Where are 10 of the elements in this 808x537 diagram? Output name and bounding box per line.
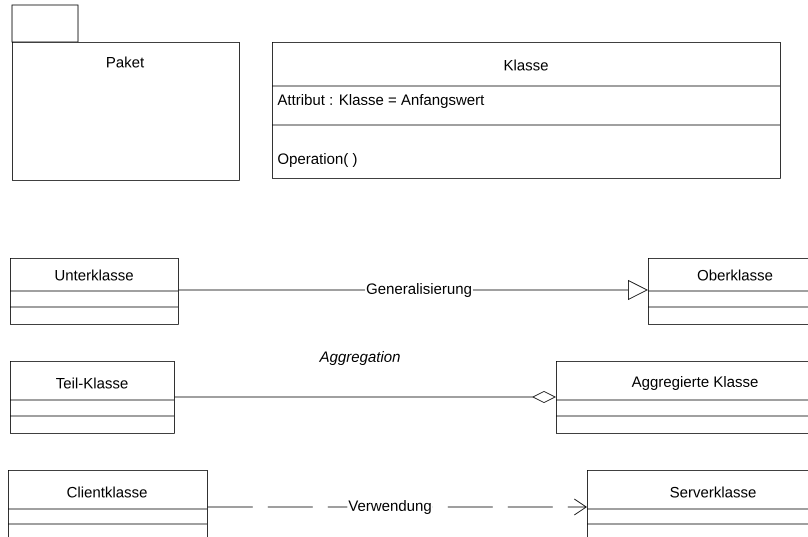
class-box: Aggregierte Klasse xyxy=(556,361,808,434)
class-box: Klasse Attribut : Klasse = Anfangswert Operation( ) xyxy=(272,42,781,179)
edge-label: Aggregation xyxy=(318,350,402,366)
class-box: Teil-Klasse xyxy=(10,361,175,434)
class-box: Oberklasse xyxy=(648,258,808,325)
edge-label: Verwendung xyxy=(347,499,433,515)
class-box: Unterklasse xyxy=(10,258,179,325)
class-box: Serverklasse xyxy=(586,470,808,537)
class-box: Clientklasse xyxy=(8,470,208,537)
edge-label: Generalisierung xyxy=(365,282,473,298)
